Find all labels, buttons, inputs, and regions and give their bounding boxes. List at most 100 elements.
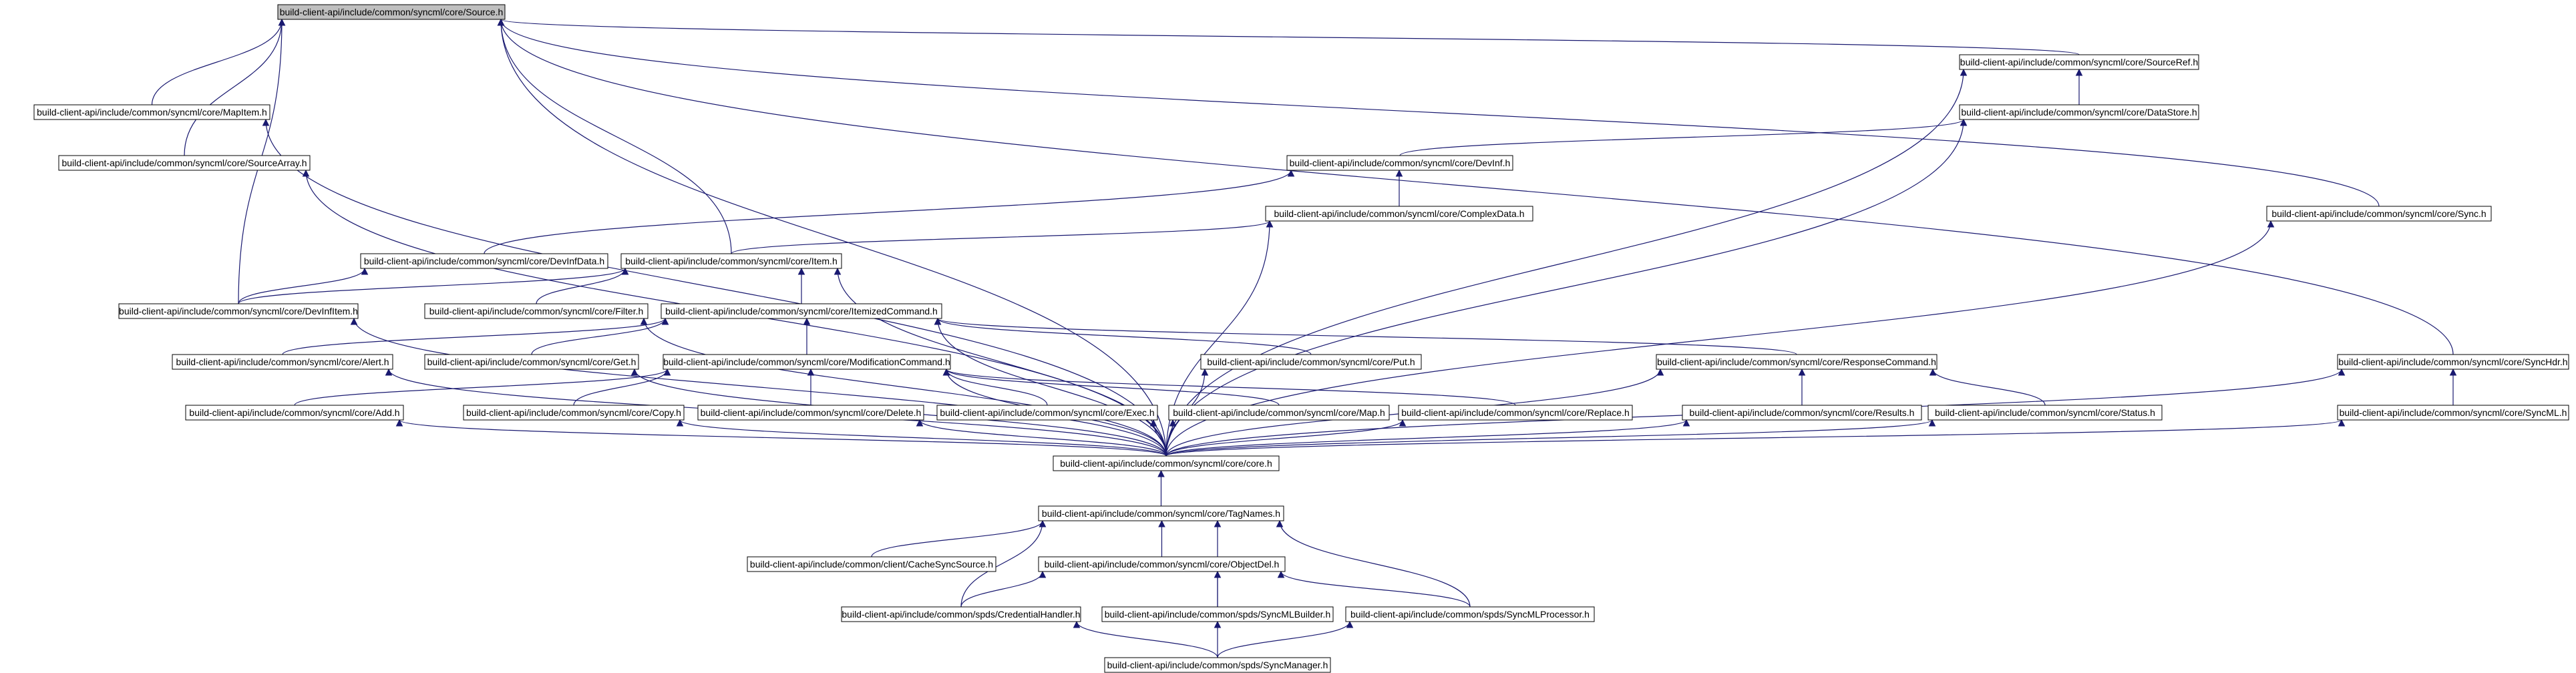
edge-core-to-mapitem	[262, 118, 1167, 457]
edge-exec-to-modification	[942, 368, 1048, 406]
edge-response-to-itemized	[934, 317, 1797, 355]
node-map[interactable]: build-client-api/include/common/syncml/c…	[1168, 405, 1390, 421]
node-mapitem[interactable]: build-client-api/include/common/syncml/c…	[33, 104, 270, 120]
node-label: build-client-api/include/common/syncml/c…	[663, 357, 950, 367]
edge-core-to-datastore	[1165, 118, 1968, 457]
node-label: build-client-api/include/common/syncml/c…	[427, 357, 636, 367]
node-box	[661, 303, 942, 319]
node-status[interactable]: build-client-api/include/common/syncml/c…	[1927, 405, 2163, 421]
node-sourcearray[interactable]: build-client-api/include/common/syncml/c…	[58, 155, 311, 171]
node-complexdata[interactable]: build-client-api/include/common/syncml/c…	[1265, 206, 1533, 222]
node-label: build-client-api/include/common/syncml/c…	[1290, 158, 1511, 168]
node-tagnames[interactable]: build-client-api/include/common/syncml/c…	[1038, 505, 1284, 521]
node-label: build-client-api/include/common/syncml/c…	[429, 306, 644, 316]
node-label: build-client-api/include/common/syncml/c…	[2340, 407, 2567, 418]
node-copy[interactable]: build-client-api/include/common/syncml/c…	[463, 405, 685, 421]
edge-alert-to-itemized	[282, 317, 669, 355]
node-cachesync[interactable]: build-client-api/include/common/client/C…	[747, 556, 996, 572]
node-box	[663, 354, 951, 370]
node-devinfdata[interactable]: build-client-api/include/common/syncml/c…	[360, 253, 608, 269]
node-get[interactable]: build-client-api/include/common/syncml/c…	[424, 354, 639, 370]
node-credential[interactable]: build-client-api/include/common/spds/Cre…	[841, 606, 1081, 622]
edge-core-to-complexdata	[1165, 220, 1274, 457]
node-add[interactable]: build-client-api/include/common/syncml/c…	[185, 405, 404, 421]
edge-add-to-modification	[294, 368, 671, 406]
node-syncmlprocessor[interactable]: build-client-api/include/common/spds/Syn…	[1345, 606, 1595, 622]
node-label: build-client-api/include/common/syncml/c…	[1173, 407, 1385, 418]
node-syncmanager[interactable]: build-client-api/include/common/spds/Syn…	[1104, 657, 1331, 673]
edge-syncmanager-to-credential	[1073, 620, 1218, 658]
node-syncmlbuilder[interactable]: build-client-api/include/common/spds/Syn…	[1101, 606, 1334, 622]
node-results[interactable]: build-client-api/include/common/syncml/c…	[1682, 405, 1922, 421]
node-box	[1038, 505, 1284, 521]
edge-sync-to-source	[497, 18, 2380, 207]
edge-item-to-complexdata	[731, 220, 1274, 254]
node-label: build-client-api/include/common/syncml/c…	[701, 407, 922, 418]
node-sync[interactable]: build-client-api/include/common/syncml/c…	[2266, 206, 2492, 222]
node-item[interactable]: build-client-api/include/common/syncml/c…	[620, 253, 842, 269]
node-core[interactable]: build-client-api/include/common/syncml/c…	[1053, 455, 1280, 471]
edge-core-to-delete	[916, 419, 1167, 457]
node-delete[interactable]: build-client-api/include/common/syncml/c…	[697, 405, 924, 421]
edge-copy-to-modification	[573, 368, 671, 406]
node-box	[1101, 606, 1334, 622]
edge-syncmlprocessor-to-objectdel	[1277, 570, 1471, 608]
edge-devinf-to-datastore	[1399, 118, 1968, 156]
edge-get-to-itemized	[531, 317, 669, 355]
node-response[interactable]: build-client-api/include/common/syncml/c…	[1656, 354, 1938, 370]
edge-mapitem-to-source	[151, 18, 286, 105]
node-box	[2337, 354, 2569, 370]
node-label: build-client-api/include/common/syncml/c…	[176, 357, 389, 367]
node-label: build-client-api/include/common/syncml/c…	[1207, 357, 1415, 367]
node-box	[1682, 405, 1922, 421]
node-box	[936, 405, 1158, 421]
edge-status-to-response	[1929, 368, 2046, 406]
edge-replace-to-modification	[942, 368, 1516, 406]
node-box	[1286, 155, 1513, 171]
edge-devinfitem-to-item	[238, 267, 629, 304]
node-box	[1656, 354, 1938, 370]
node-objectdel[interactable]: build-client-api/include/common/syncml/c…	[1038, 556, 1286, 572]
node-box	[1927, 405, 2163, 421]
edge-filter-to-item	[536, 267, 629, 304]
edge-sourceref-to-source	[498, 18, 2080, 55]
node-devinfitem[interactable]: build-client-api/include/common/syncml/c…	[118, 303, 359, 319]
edge-core-to-itemized	[934, 317, 1167, 457]
node-box	[1053, 455, 1280, 471]
node-label: build-client-api/include/common/syncml/c…	[1935, 407, 2155, 418]
node-syncml[interactable]: build-client-api/include/common/syncml/c…	[2337, 405, 2569, 421]
node-label: build-client-api/include/common/spds/Syn…	[1350, 609, 1590, 620]
node-exec[interactable]: build-client-api/include/common/syncml/c…	[936, 405, 1158, 421]
edge-cachesync-to-tagnames	[871, 519, 1047, 557]
node-label: build-client-api/include/common/syncml/c…	[940, 407, 1154, 418]
node-datastore[interactable]: build-client-api/include/common/syncml/c…	[1959, 104, 2199, 120]
node-itemized[interactable]: build-client-api/include/common/syncml/c…	[661, 303, 942, 319]
node-box	[33, 104, 270, 120]
node-box	[1345, 606, 1595, 622]
node-source[interactable]: build-client-api/include/common/syncml/c…	[277, 4, 506, 20]
node-label: build-client-api/include/common/syncml/c…	[1274, 208, 1524, 219]
node-label: build-client-api/include/common/syncml/c…	[364, 256, 604, 266]
node-filter[interactable]: build-client-api/include/common/syncml/c…	[424, 303, 649, 319]
node-box	[1038, 556, 1286, 572]
node-devinf[interactable]: build-client-api/include/common/syncml/c…	[1286, 155, 1513, 171]
node-label: build-client-api/include/common/spds/Cre…	[842, 609, 1080, 620]
edge-core-to-replace	[1165, 419, 1407, 457]
node-label: build-client-api/include/common/syncml/c…	[1060, 458, 1272, 469]
node-modification[interactable]: build-client-api/include/common/syncml/c…	[663, 354, 951, 370]
node-sourceref[interactable]: build-client-api/include/common/syncml/c…	[1959, 54, 2199, 70]
node-synchdr[interactable]: build-client-api/include/common/syncml/c…	[2337, 354, 2569, 370]
node-alert[interactable]: build-client-api/include/common/syncml/c…	[172, 354, 393, 370]
node-box	[697, 405, 924, 421]
node-label: build-client-api/include/common/syncml/c…	[2338, 357, 2567, 367]
edge-map-to-modification	[942, 368, 1280, 406]
node-box	[360, 253, 608, 269]
node-box	[1959, 104, 2199, 120]
edge-syncmlprocessor-to-tagnames	[1276, 519, 1471, 608]
node-box	[620, 253, 842, 269]
node-replace[interactable]: build-client-api/include/common/syncml/c…	[1398, 405, 1633, 421]
node-box	[1265, 206, 1533, 222]
node-put[interactable]: build-client-api/include/common/syncml/c…	[1200, 354, 1422, 370]
edge-syncmanager-to-syncmlprocessor	[1217, 620, 1354, 658]
